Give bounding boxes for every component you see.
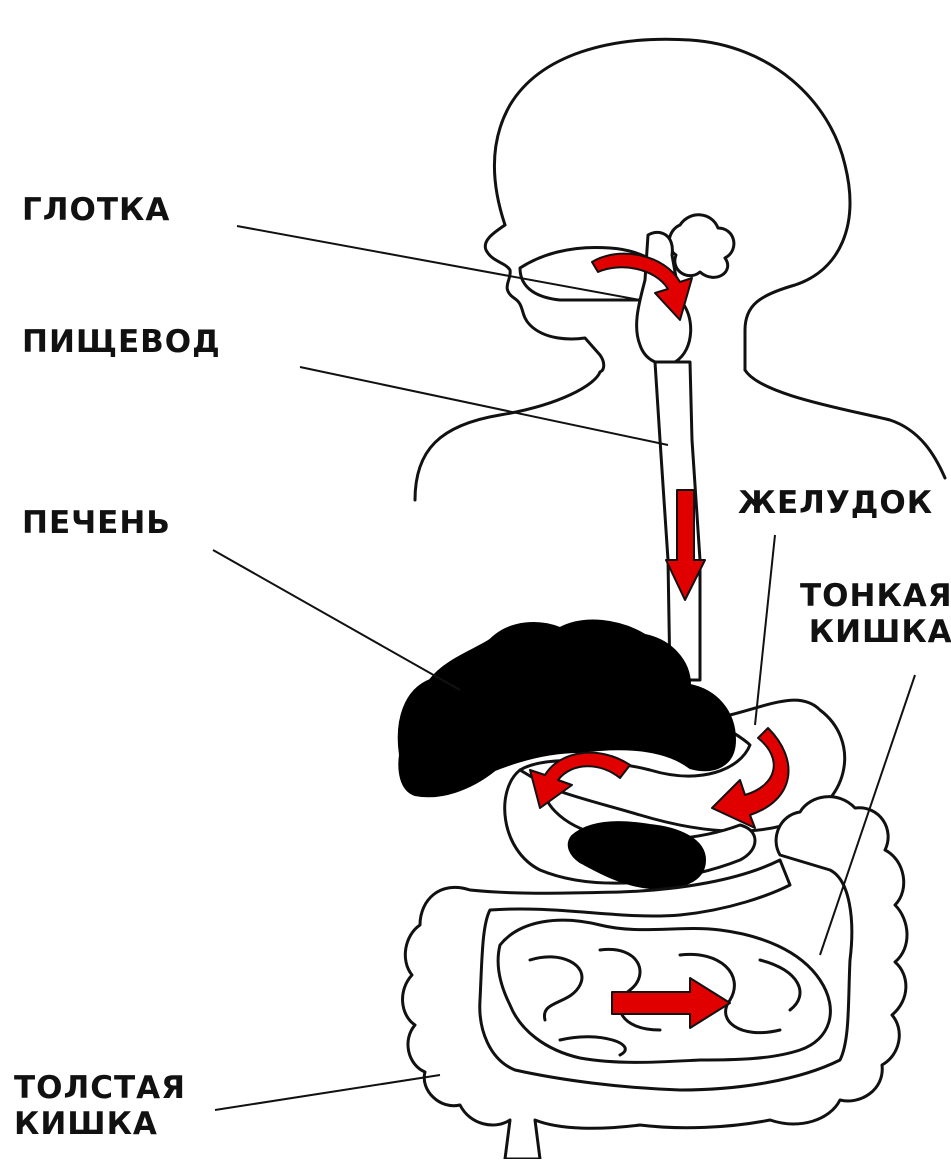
label-small-intestine: ТОНКАЯ КИШКА: [800, 578, 951, 650]
label-large-intestine-line2: КИШКА: [14, 1106, 186, 1142]
label-esophagus: ПИЩЕВОД: [22, 324, 221, 360]
label-large-intestine-line1: ТОЛСТАЯ: [14, 1070, 186, 1106]
label-small-intestine-line2: КИШКА: [800, 614, 951, 650]
label-stomach: ЖЕЛУДОК: [738, 485, 933, 521]
label-liver: ПЕЧЕНЬ: [22, 505, 171, 541]
label-small-intestine-line1: ТОНКАЯ: [800, 578, 951, 614]
label-pharynx: ГЛОТКА: [22, 192, 170, 228]
liver-leader-line: [213, 550, 460, 690]
neck-back: [745, 370, 945, 478]
neck-front: [415, 372, 600, 500]
large-intestine-leader-line: [215, 1075, 440, 1110]
stomach-leader-line: [755, 535, 775, 725]
esophagus-leader-line: [300, 367, 668, 445]
label-large-intestine: ТОЛСТАЯ КИШКА: [14, 1070, 186, 1142]
salivary-gland-shape: [669, 215, 734, 278]
